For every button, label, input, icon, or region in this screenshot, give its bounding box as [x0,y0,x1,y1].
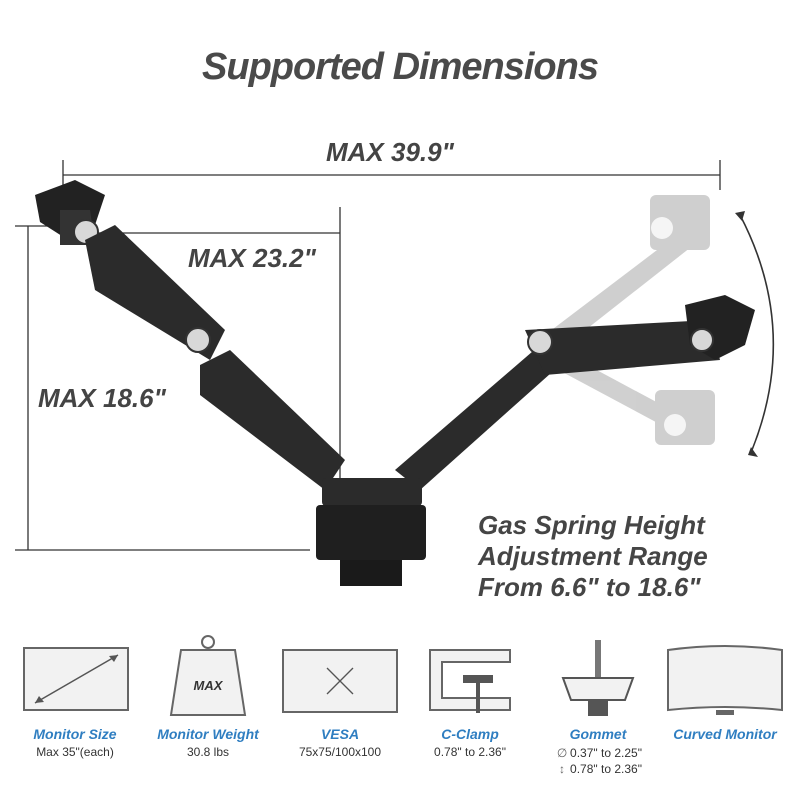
monitor-size-icon [23,647,129,711]
vesa-icon [282,649,398,713]
gas-spring-line2: Adjustment Range [478,541,708,571]
spec-monitor-weight: MAX Monitor Weight 30.8 lbs [143,620,273,759]
monitor-weight-name: Monitor Weight [157,726,259,742]
curved-monitor-name: Curved Monitor [673,726,777,742]
monitor-size-value: Max 35"(each) [36,745,114,759]
gas-spring-text: Gas Spring Height Adjustment Range From … [478,510,778,603]
right-arm [395,295,755,490]
gas-spring-line3: From 6.6" to 18.6" [478,572,701,602]
thickness-icon: ↕ [559,762,566,776]
gas-spring-line1: Gas Spring Height [478,510,705,540]
weight-max-text: MAX [193,678,223,693]
max-height-label: MAX 18.6" [38,383,166,413]
gommet-name: Gommet [569,726,627,742]
spec-curved-monitor: Curved Monitor [660,620,790,742]
arrow-head-bottom-icon [748,447,758,457]
gommet-icon [561,640,635,716]
max-reach-label: MAX 23.2" [188,243,316,273]
gommet-value-2: 0.78" to 2.36" [570,762,642,776]
max-width-label: MAX 39.9" [326,137,454,167]
curved-monitor-icon [667,645,783,715]
spec-gommet: Gommet ∅0.37" to 2.25" ↕ 0.78" to 2.36" [533,620,663,778]
gommet-value-1: 0.37" to 2.25" [570,746,642,760]
monitor-size-name: Monitor Size [33,726,117,742]
arrow-head-top-icon [735,211,745,221]
rotation-arc [739,214,775,451]
clamp-base [316,478,426,586]
page-title: Supported Dimensions [202,46,599,88]
diameter-icon: ∅ [556,746,568,760]
c-clamp-value: 0.78" to 2.36" [434,745,506,759]
monitor-arm-illustration [15,160,775,586]
weight-icon [169,635,247,716]
spec-monitor-size: Monitor Size Max 35"(each) [10,620,140,759]
c-clamp-icon [429,649,511,713]
vesa-name: VESA [320,726,360,742]
left-arm [35,180,345,490]
dimension-lines [15,160,721,551]
spec-c-clamp: C-Clamp 0.78" to 2.36" [405,620,535,759]
spec-vesa: VESA 75x75/100x100 [275,620,405,759]
c-clamp-name: C-Clamp [441,726,499,742]
monitor-weight-value: 30.8 lbs [186,745,230,759]
vesa-value: 75x75/100x100 [298,745,382,759]
gommet-values: ∅0.37" to 2.25" ↕ 0.78" to 2.36" [554,745,642,777]
